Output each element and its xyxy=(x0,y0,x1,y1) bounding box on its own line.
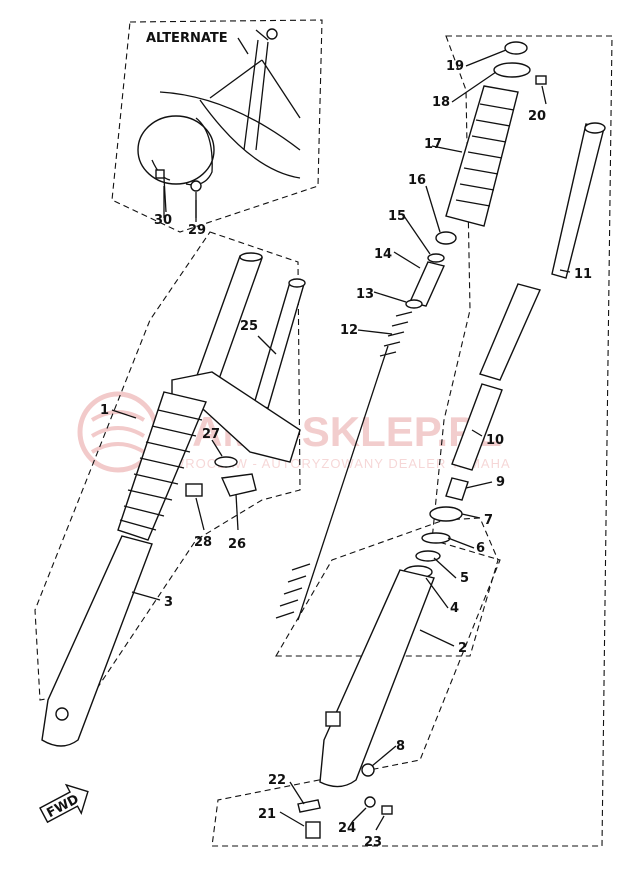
fwd-arrow-icon: FWD xyxy=(39,783,89,824)
leader-lines xyxy=(111,49,571,831)
callout-2: 2 xyxy=(458,641,467,656)
callout-16: 16 xyxy=(408,173,426,188)
callout-10: 10 xyxy=(486,433,504,448)
callout-27: 27 xyxy=(202,427,220,442)
callout-7: 7 xyxy=(484,513,493,528)
group-outlines xyxy=(34,19,613,847)
callout-28: 28 xyxy=(194,535,212,550)
callout-12: 12 xyxy=(340,323,358,338)
callout-24: 24 xyxy=(338,821,356,836)
damper-rod-and-spring xyxy=(275,311,413,621)
callout-3: 3 xyxy=(164,595,173,610)
callout-26: 26 xyxy=(228,537,246,552)
left-fork-assembly xyxy=(41,252,306,747)
callout-labels: 1 2 3 4 5 6 7 8 9 10 11 12 13 14 15 16 1… xyxy=(100,59,592,850)
callout-13: 13 xyxy=(356,287,374,302)
callout-21: 21 xyxy=(258,807,276,822)
callout-11: 11 xyxy=(574,267,592,282)
callout-25: 25 xyxy=(240,319,258,334)
headlamp-icon xyxy=(137,115,215,185)
alternate-label: ALTERNATE xyxy=(146,31,228,46)
callout-4: 4 xyxy=(450,601,459,616)
callout-1: 1 xyxy=(100,403,109,418)
callout-6: 6 xyxy=(476,541,485,556)
callout-17: 17 xyxy=(424,137,442,152)
callout-23: 23 xyxy=(364,835,382,850)
callout-18: 18 xyxy=(432,95,450,110)
callout-8: 8 xyxy=(396,739,405,754)
callout-29: 29 xyxy=(188,223,206,238)
callout-15: 15 xyxy=(388,209,406,224)
callout-30: 30 xyxy=(154,213,172,228)
callout-22: 22 xyxy=(268,773,286,788)
callout-14: 14 xyxy=(374,247,392,262)
watermark-subtext: WROCŁAW - AUTORYZOWANY DEALER YAMAHA xyxy=(172,456,511,471)
callout-20: 20 xyxy=(528,109,546,124)
callout-9: 9 xyxy=(496,475,505,490)
callout-19: 19 xyxy=(446,59,464,74)
callout-5: 5 xyxy=(460,571,469,586)
alternate-inset: ALTERNATE xyxy=(137,28,301,218)
right-fork-stack xyxy=(297,41,606,839)
